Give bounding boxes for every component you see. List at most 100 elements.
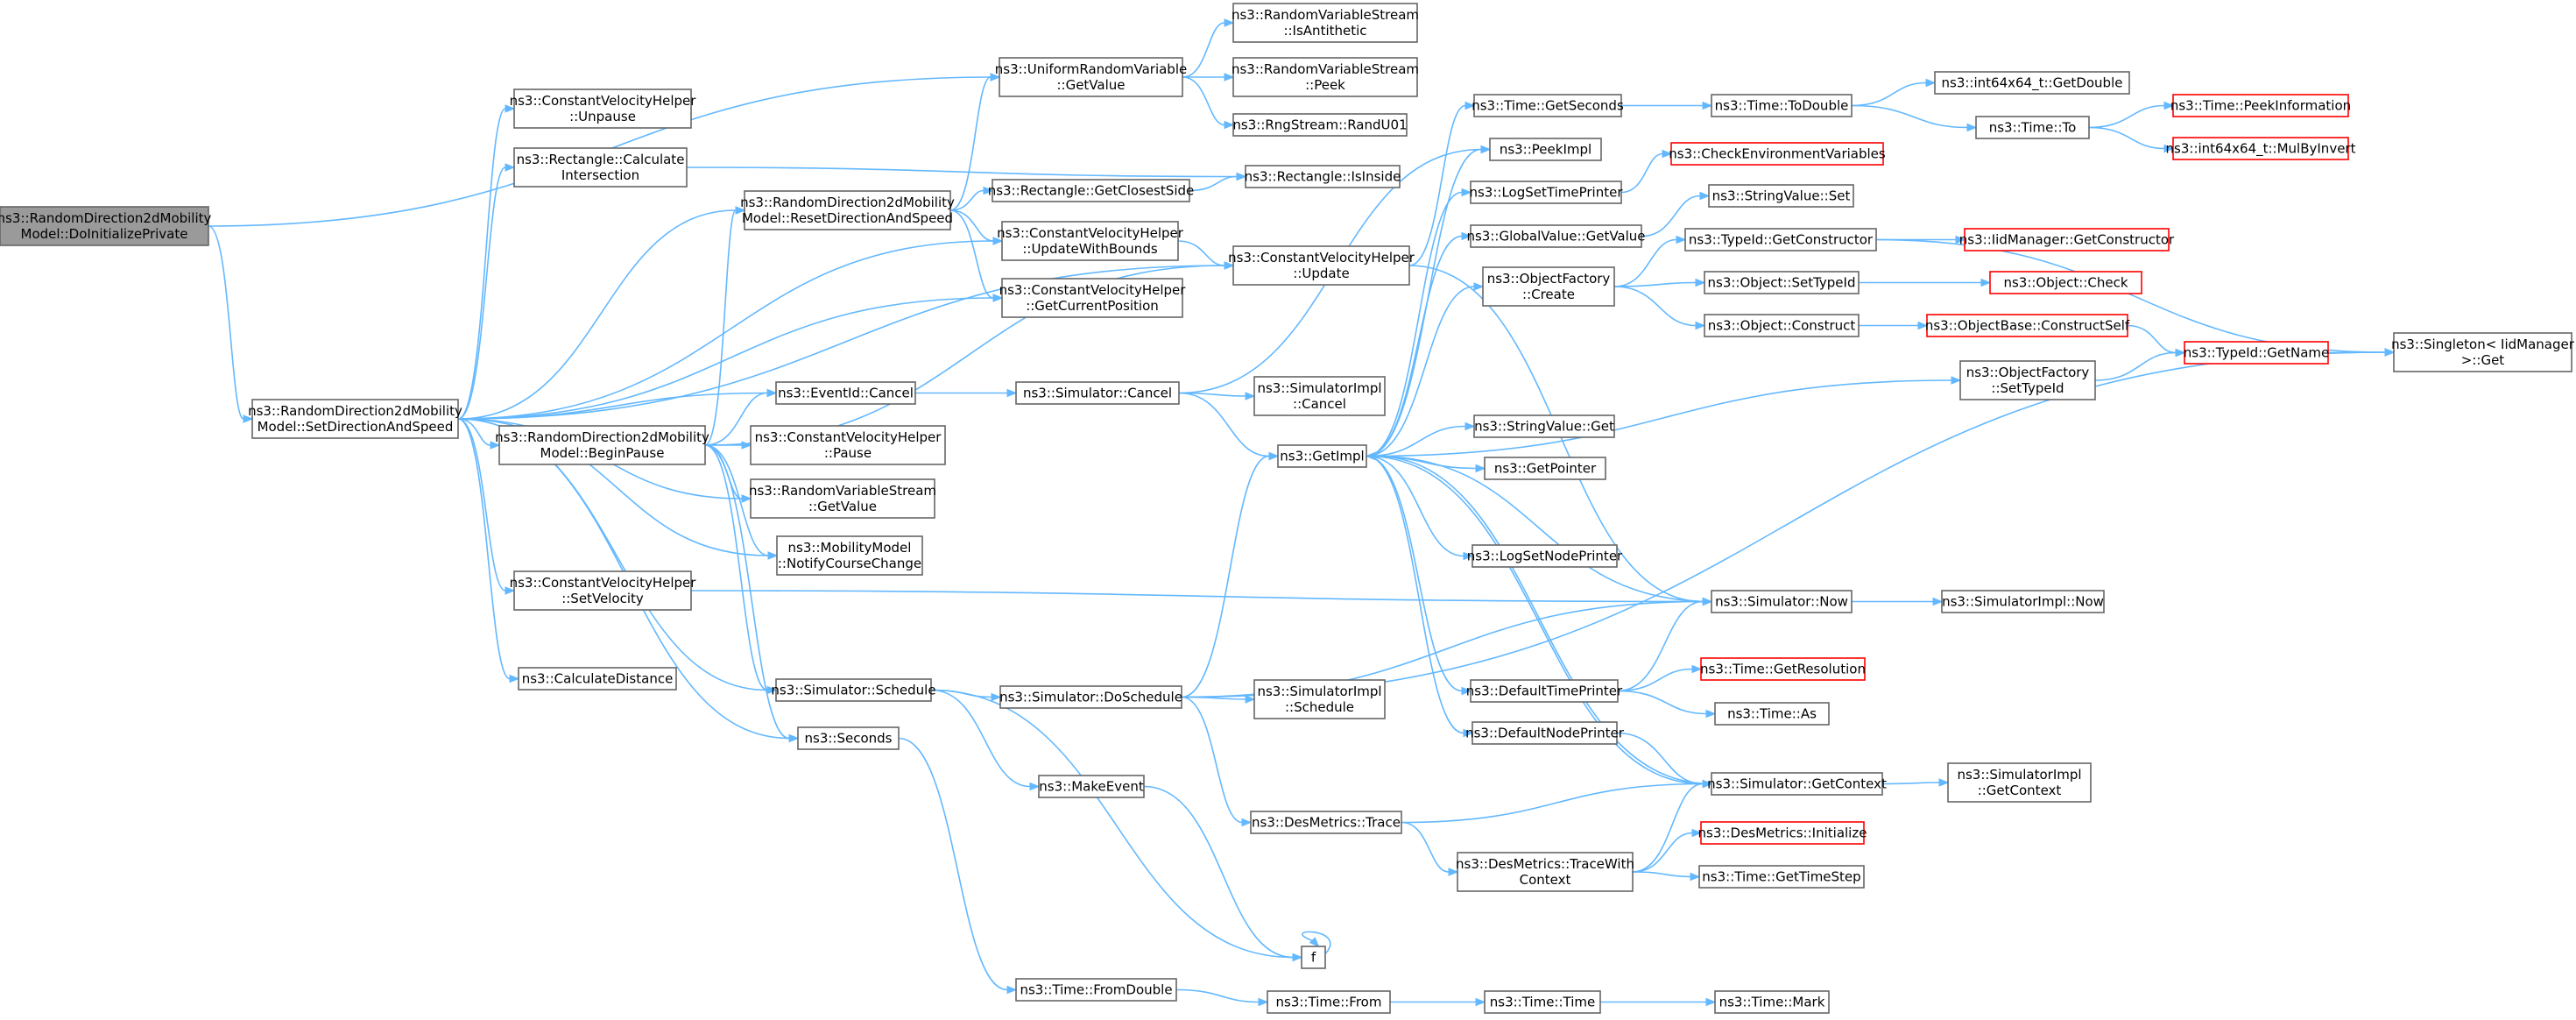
function-node-sim-now[interactable]: ns3::Simulator::Now (1711, 590, 1853, 613)
function-node-defaultnode[interactable]: ns3::DefaultNodePrinter (1465, 721, 1625, 745)
function-node-obj-settypeid[interactable]: ns3::Object::SetTypeId (1704, 271, 1860, 294)
function-node-obj-construct[interactable]: ns3::Object::Construct (1704, 314, 1860, 337)
call-edge-arrowhead (1951, 376, 1962, 385)
function-node-eventid-cancel[interactable]: ns3::EventId::Cancel (775, 381, 916, 405)
function-node-resetdir[interactable]: ns3::RandomDirection2dMobilityModel::Res… (740, 190, 955, 230)
function-node-cvh-setvel[interactable]: ns3::ConstantVelocityHelper::SetVelocity (510, 570, 697, 611)
call-edge (1366, 379, 1952, 457)
function-node-box (2184, 341, 2329, 365)
function-node-uniform-get[interactable]: ns3::UniformRandomVariable::GetValue (995, 57, 1187, 97)
function-node-seconds[interactable]: ns3::Seconds (797, 726, 900, 750)
function-node-label: ns3::SimulatorImpl (1957, 767, 2081, 783)
function-node-typeid-getname[interactable]: ns3::TypeId::GetName (2184, 341, 2329, 365)
function-node-label: ns3::DesMetrics::Trace (1252, 815, 1401, 831)
function-node-simimpl-cancel[interactable]: ns3::SimulatorImpl::Cancel (1253, 376, 1386, 416)
function-node-sim-getctx[interactable]: ns3::Simulator::GetContext (1707, 772, 1887, 796)
call-edge (1408, 104, 1466, 266)
call-edge-arrowhead (490, 441, 501, 450)
call-edge-arrowhead (1695, 278, 1706, 287)
function-node-stringval-get[interactable]: ns3::StringValue::Get (1473, 414, 1615, 438)
function-node-peekimpl[interactable]: ns3::PeekImpl (1489, 138, 1602, 161)
function-node-time-gettimestep[interactable]: ns3::Time::GetTimeStep (1698, 865, 1865, 889)
function-node-int64-mulbyinv[interactable]: ns3::int64x64_t::MulByInvert (2166, 137, 2356, 160)
function-node-simimpl-schedule[interactable]: ns3::SimulatorImpl::Schedule (1253, 679, 1386, 719)
function-node-cvh-pause[interactable]: ns3::ConstantVelocityHelper::Pause (750, 425, 946, 465)
function-node-cvh-upbounds[interactable]: ns3::ConstantVelocityHelper::UpdateWithB… (997, 221, 1184, 261)
function-node-desm-init[interactable]: ns3::DesMetrics::Initialize (1698, 821, 1867, 845)
function-node-label: ::GetValue (1056, 77, 1125, 93)
function-node-rvs-getval[interactable]: ns3::RandomVariableStream::GetValue (749, 478, 936, 519)
function-node-time-as[interactable]: ns3::Time::As (1714, 702, 1830, 726)
call-edge (686, 166, 1238, 178)
function-node-time-getres[interactable]: ns3::Time::GetResolution (1700, 657, 1866, 681)
function-node-box (1684, 228, 1877, 251)
function-node-getpointer[interactable]: ns3::GetPointer (1484, 457, 1606, 480)
call-edge-arrowhead (1938, 778, 1950, 787)
function-node-rng-randu[interactable]: ns3::RngStream::RandU01 (1232, 113, 1408, 137)
function-node-box (999, 685, 1182, 709)
function-node-obj-check[interactable]: ns3::Object::Check (1989, 271, 2142, 294)
call-edge (704, 444, 768, 691)
function-node-time-fromdouble[interactable]: ns3::Time::FromDouble (1015, 978, 1177, 1002)
function-node-time-getsec[interactable]: ns3::Time::GetSeconds (1471, 94, 1624, 117)
function-node-logsettime[interactable]: ns3::LogSetTimePrinter (1469, 181, 1623, 204)
function-node-getimpl[interactable]: ns3::GetImpl (1277, 444, 1367, 468)
function-node-time-to[interactable]: ns3::Time::To (1975, 116, 2090, 139)
call-edge-arrowhead (2384, 348, 2396, 357)
function-node-objfac-create[interactable]: ns3::ObjectFactory::Create (1482, 266, 1615, 307)
call-edge-arrowhead (243, 414, 254, 423)
function-node-mm-notify[interactable]: ns3::MobilityModel::NotifyCourseChange (776, 535, 923, 576)
function-node-time-todouble[interactable]: ns3::Time::ToDouble (1711, 94, 1853, 117)
function-node-defaulttime[interactable]: ns3::DefaultTimePrinter (1466, 679, 1623, 703)
function-node-calcdist[interactable]: ns3::CalculateDistance (518, 667, 677, 691)
function-node-f[interactable]: f (1301, 946, 1326, 969)
call-edge-arrowhead (1245, 392, 1256, 400)
call-edge-arrowhead (1006, 388, 1018, 398)
call-edge-arrowhead (1448, 868, 1459, 876)
function-node-simimpl-getctx[interactable]: ns3::SimulatorImpl::GetContext (1947, 762, 2092, 803)
function-node-rvs-anti[interactable]: ns3::RandomVariableStream::IsAntithetic (1232, 3, 1419, 43)
call-edge (457, 265, 1225, 420)
function-node-time-from[interactable]: ns3::Time::From (1267, 990, 1391, 1014)
function-node-box (1704, 271, 1860, 294)
function-node-time-peekinfo[interactable]: ns3::Time::PeekInformation (2170, 94, 2351, 117)
function-node-label: ns3::RandomVariableStream (1232, 61, 1419, 77)
call-edge (1632, 871, 1691, 878)
function-node-typeid-getctor[interactable]: ns3::TypeId::GetConstructor (1684, 228, 1877, 251)
function-node-sim-cancel[interactable]: ns3::Simulator::Cancel (1015, 381, 1180, 405)
function-node-globalval[interactable]: ns3::GlobalValue::GetValue (1466, 224, 1646, 248)
function-node-singleton-get[interactable]: ns3::Singleton< IidManager>::Get (2391, 332, 2575, 372)
function-node-checkenv[interactable]: ns3::CheckEnvironmentVariables (1669, 142, 1886, 166)
call-edge (1616, 732, 1704, 785)
function-node-time-time[interactable]: ns3::Time::Time (1484, 990, 1601, 1014)
call-edge (1851, 81, 1927, 107)
function-node-desm-trace[interactable]: ns3::DesMetrics::Trace (1250, 811, 1402, 834)
call-edge (1181, 351, 2386, 698)
function-node-sim-schedule[interactable]: ns3::Simulator::Schedule (771, 678, 936, 702)
function-node-label: ns3::ConstantVelocityHelper (997, 225, 1184, 241)
function-node-sim-doschedule[interactable]: ns3::Simulator::DoSchedule (999, 685, 1182, 709)
function-node-time-mark[interactable]: ns3::Time::Mark (1714, 990, 1830, 1014)
function-node-cvh-update[interactable]: ns3::ConstantVelocityHelper::Update (1228, 245, 1415, 286)
function-node-iidmgr-getctor[interactable]: ns3::IidManager::GetConstructor (1959, 228, 2175, 251)
function-node-label: ns3::UniformRandomVariable (995, 61, 1187, 77)
function-node-logsetnode[interactable]: ns3::LogSetNodePrinter (1467, 544, 1623, 568)
function-node-int64-getdouble[interactable]: ns3::int64x64_t::GetDouble (1934, 71, 2130, 95)
function-node-rvs-peek[interactable]: ns3::RandomVariableStream::Peek (1232, 57, 1419, 97)
function-node-root[interactable]: ns3::RandomDirection2dMobilityModel::DoI… (0, 206, 212, 246)
function-node-simimpl-now[interactable]: ns3::SimulatorImpl::Now (1941, 590, 2105, 613)
function-node-objbase-ctorself[interactable]: ns3::ObjectBase::ConstructSelf (1925, 314, 2130, 337)
function-node-label: ns3::Simulator::Schedule (771, 683, 935, 698)
call-edge (2094, 351, 2177, 381)
function-node-rect-inside[interactable]: ns3::Rectangle::IsInside (1245, 165, 1401, 188)
function-node-rect-closest[interactable]: ns3::Rectangle::GetClosestSide (988, 179, 1195, 202)
function-node-cvh-unpause[interactable]: ns3::ConstantVelocityHelper::Unpause (510, 89, 697, 129)
function-node-makeevent[interactable]: ns3::MakeEvent (1038, 775, 1145, 798)
function-node-cvh-getpos[interactable]: ns3::ConstantVelocityHelper::GetCurrentP… (999, 278, 1187, 318)
function-node-objfac-settypeid[interactable]: ns3::ObjectFactory::SetTypeId (1959, 360, 2096, 400)
function-node-beginpause[interactable]: ns3::RandomDirection2dMobilityModel::Beg… (495, 425, 709, 465)
function-node-setdir[interactable]: ns3::RandomDirection2dMobilityModel::Set… (248, 399, 462, 439)
function-node-stringval-set[interactable]: ns3::StringValue::Set (1708, 184, 1854, 208)
